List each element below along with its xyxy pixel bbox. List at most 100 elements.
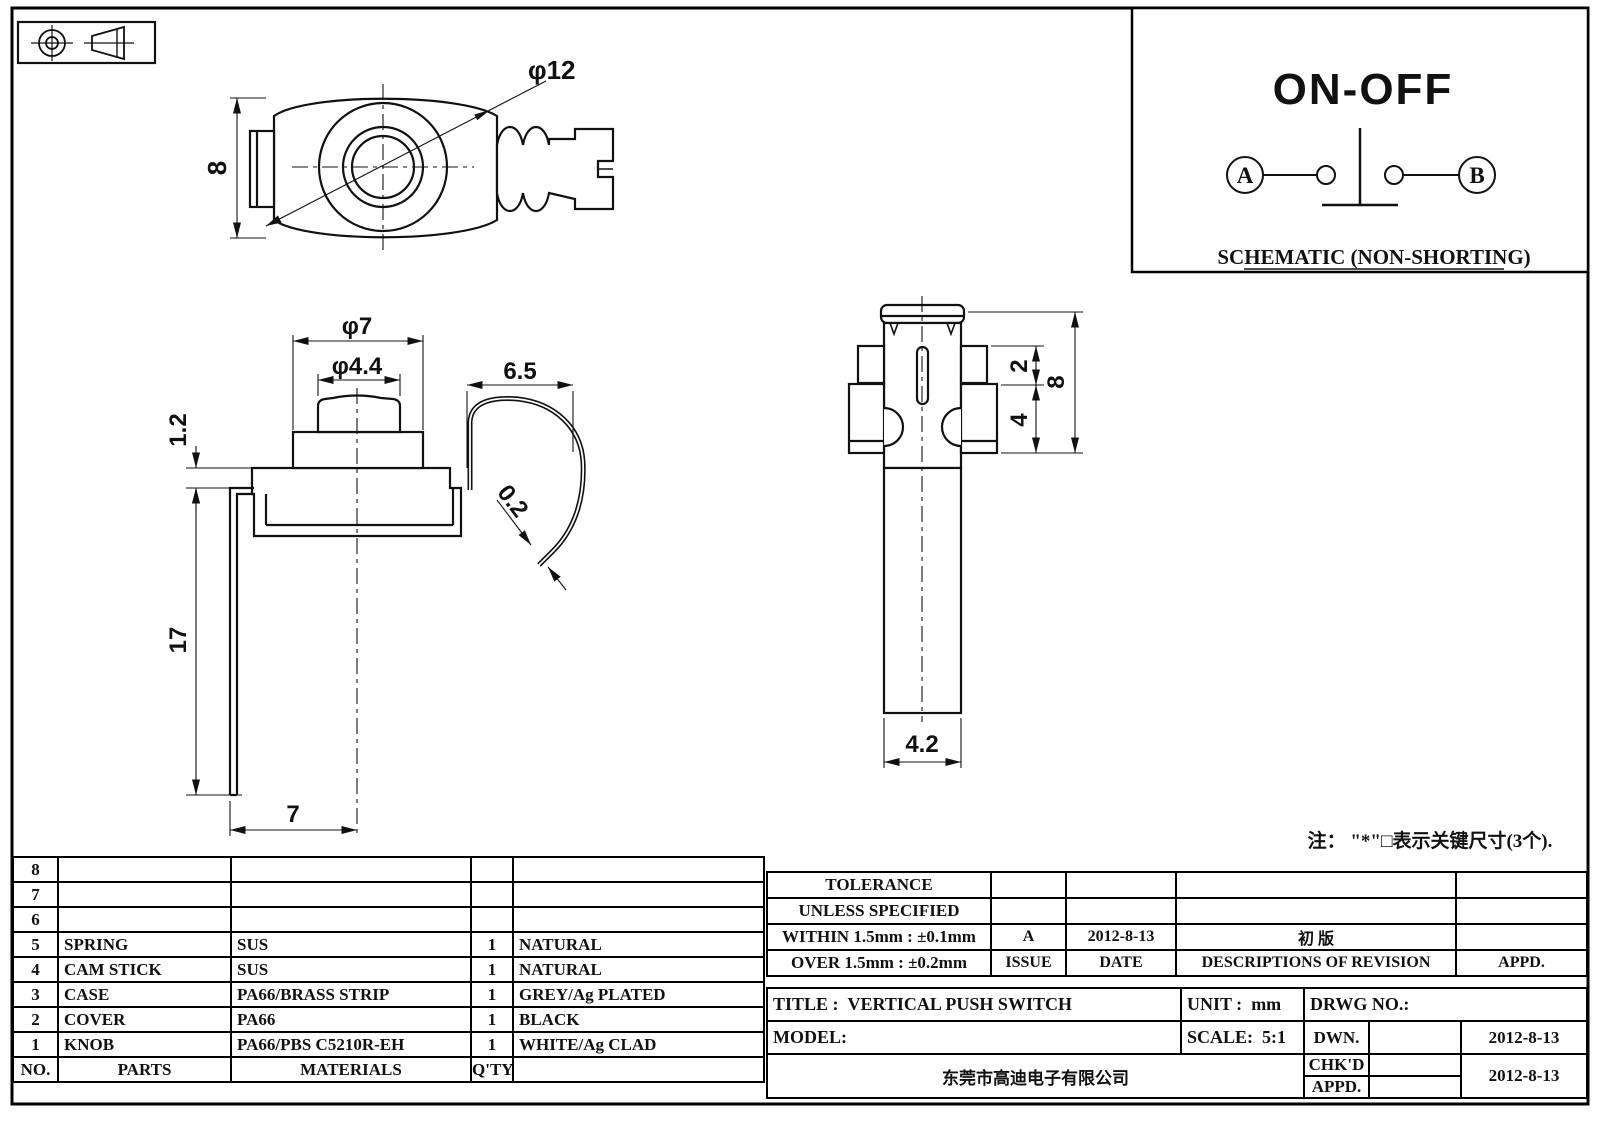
part-name: KNOB bbox=[57, 1031, 232, 1058]
top-view-left-tab bbox=[248, 129, 276, 209]
appd-label: APPD. bbox=[1303, 1075, 1370, 1099]
terminal-b-label: B bbox=[1469, 163, 1484, 188]
drawing-title: TITLE : VERTICAL PUSH SWITCH bbox=[766, 987, 1182, 1022]
issue-column-label: ISSUE bbox=[990, 949, 1067, 977]
front-view: φ4.4 φ7 6.5 1.2 17 7 0.2 bbox=[165, 313, 586, 838]
table-row: 7 bbox=[12, 881, 765, 908]
dim-label-side-mid: 4 bbox=[1006, 413, 1033, 427]
part-finish: GREY/Ag PLATED bbox=[512, 981, 765, 1008]
tolerance-title: TOLERANCE bbox=[766, 871, 992, 899]
part-finish bbox=[512, 856, 765, 883]
front-view-cam-stick bbox=[228, 486, 254, 797]
side-view-lower-tab-right bbox=[959, 382, 999, 455]
dim-label-top-diameter: φ12 bbox=[528, 55, 576, 85]
side-view: 2 4 8 4.2 bbox=[847, 296, 1083, 768]
description-column-label: DESCRIPTIONS OF REVISION bbox=[1175, 949, 1457, 977]
title-block: TITLE : VERTICAL PUSH SWITCH UNIT : mm D… bbox=[766, 987, 1588, 1099]
table-row: 6 bbox=[12, 906, 765, 933]
dim-label-strip-length: 17 bbox=[165, 627, 192, 654]
side-view-lower-tab-left bbox=[847, 382, 886, 455]
dim-label-stem-width: 4.2 bbox=[905, 731, 938, 758]
sheet-border bbox=[10, 6, 1590, 1106]
appd-signature-cell bbox=[1368, 1075, 1462, 1099]
part-material bbox=[230, 906, 472, 933]
side-view-upper-tab-left bbox=[856, 344, 886, 385]
front-view-knob bbox=[316, 394, 402, 434]
part-no: 2 bbox=[12, 1006, 59, 1033]
part-qty bbox=[470, 881, 514, 908]
date-column-label: DATE bbox=[1065, 949, 1177, 977]
top-view-spring-terminal bbox=[495, 126, 615, 212]
part-material: PA66/BRASS STRIP bbox=[230, 981, 472, 1008]
dim-label-knob-cap: φ4.4 bbox=[332, 353, 383, 380]
third-angle-projection-symbol bbox=[16, 20, 157, 65]
part-finish: BLACK bbox=[512, 1006, 765, 1033]
part-material bbox=[230, 856, 472, 883]
key-dimension-note: 注： "*"□表示关键尺寸(3个). bbox=[1307, 831, 1553, 852]
part-finish bbox=[512, 906, 765, 933]
schematic-title: ON-OFF bbox=[1273, 65, 1454, 114]
part-name: COVER bbox=[57, 1006, 232, 1033]
side-view-cutout-right bbox=[940, 406, 962, 448]
part-qty: 1 bbox=[470, 1031, 514, 1058]
revision-description-value: 初 版 bbox=[1175, 923, 1457, 951]
part-material bbox=[230, 881, 472, 908]
part-finish: NATURAL bbox=[512, 956, 765, 983]
part-name bbox=[57, 881, 232, 908]
dim-label-top-height: 8 bbox=[202, 161, 232, 175]
top-view-body bbox=[272, 97, 499, 239]
part-qty: 1 bbox=[470, 956, 514, 983]
part-qty: 1 bbox=[470, 981, 514, 1008]
dwn-label: DWN. bbox=[1303, 1020, 1370, 1055]
chkd-label: CHK'D bbox=[1303, 1053, 1370, 1077]
dim-label-side-height: 8 bbox=[1043, 375, 1070, 388]
part-qty bbox=[470, 906, 514, 933]
dwn-signature-cell bbox=[1368, 1020, 1462, 1055]
dim-label-clip-span: 6.5 bbox=[503, 358, 536, 385]
model-cell: MODEL: bbox=[766, 1020, 1182, 1055]
front-view-collar bbox=[291, 430, 425, 470]
side-view-upper-tab-right bbox=[959, 344, 989, 385]
part-qty: 1 bbox=[470, 931, 514, 958]
top-view: 8 φ12 bbox=[202, 55, 615, 250]
scale-cell: SCALE: 5:1 bbox=[1180, 1020, 1305, 1055]
drawing-number-cell: DRWG NO.: bbox=[1303, 987, 1588, 1022]
part-finish bbox=[512, 881, 765, 908]
part-no: 6 bbox=[12, 906, 59, 933]
tolerance-over: OVER 1.5mm : ±0.2mm bbox=[766, 949, 992, 977]
part-name bbox=[57, 856, 232, 883]
part-qty: 1 bbox=[470, 1006, 514, 1033]
schematic-caption: SCHEMATIC (NON-SHORTING) bbox=[1217, 245, 1530, 269]
part-name: CAM STICK bbox=[57, 956, 232, 983]
part-finish: NATURAL bbox=[512, 931, 765, 958]
part-no: 4 bbox=[12, 956, 59, 983]
part-no: 1 bbox=[12, 1031, 59, 1058]
terminal-a-label: A bbox=[1237, 163, 1254, 188]
dwn-date: 2012-8-13 bbox=[1460, 1020, 1588, 1055]
contact-a-circle bbox=[1316, 165, 1336, 185]
part-name: SPRING bbox=[57, 931, 232, 958]
dim-label-base-width: 7 bbox=[286, 801, 299, 828]
table-row: 8 bbox=[12, 856, 765, 883]
terminal-b-circle bbox=[1458, 156, 1496, 194]
chkd-signature-cell bbox=[1368, 1053, 1462, 1077]
chkd-date: 2012-8-13 bbox=[1460, 1053, 1588, 1099]
part-qty bbox=[470, 856, 514, 883]
header-finish bbox=[512, 1056, 765, 1083]
dim-label-clip-thickness: 0.2 bbox=[492, 480, 534, 523]
unit-cell: UNIT : mm bbox=[1180, 987, 1305, 1022]
tolerance-within: WITHIN 1.5mm : ±0.1mm bbox=[766, 923, 992, 951]
diameter-arrowhead bbox=[474, 110, 490, 121]
part-no: 3 bbox=[12, 981, 59, 1008]
part-material: SUS bbox=[230, 931, 472, 958]
part-material: SUS bbox=[230, 956, 472, 983]
company-name: 东莞市高迪电子有限公司 bbox=[766, 1053, 1305, 1099]
